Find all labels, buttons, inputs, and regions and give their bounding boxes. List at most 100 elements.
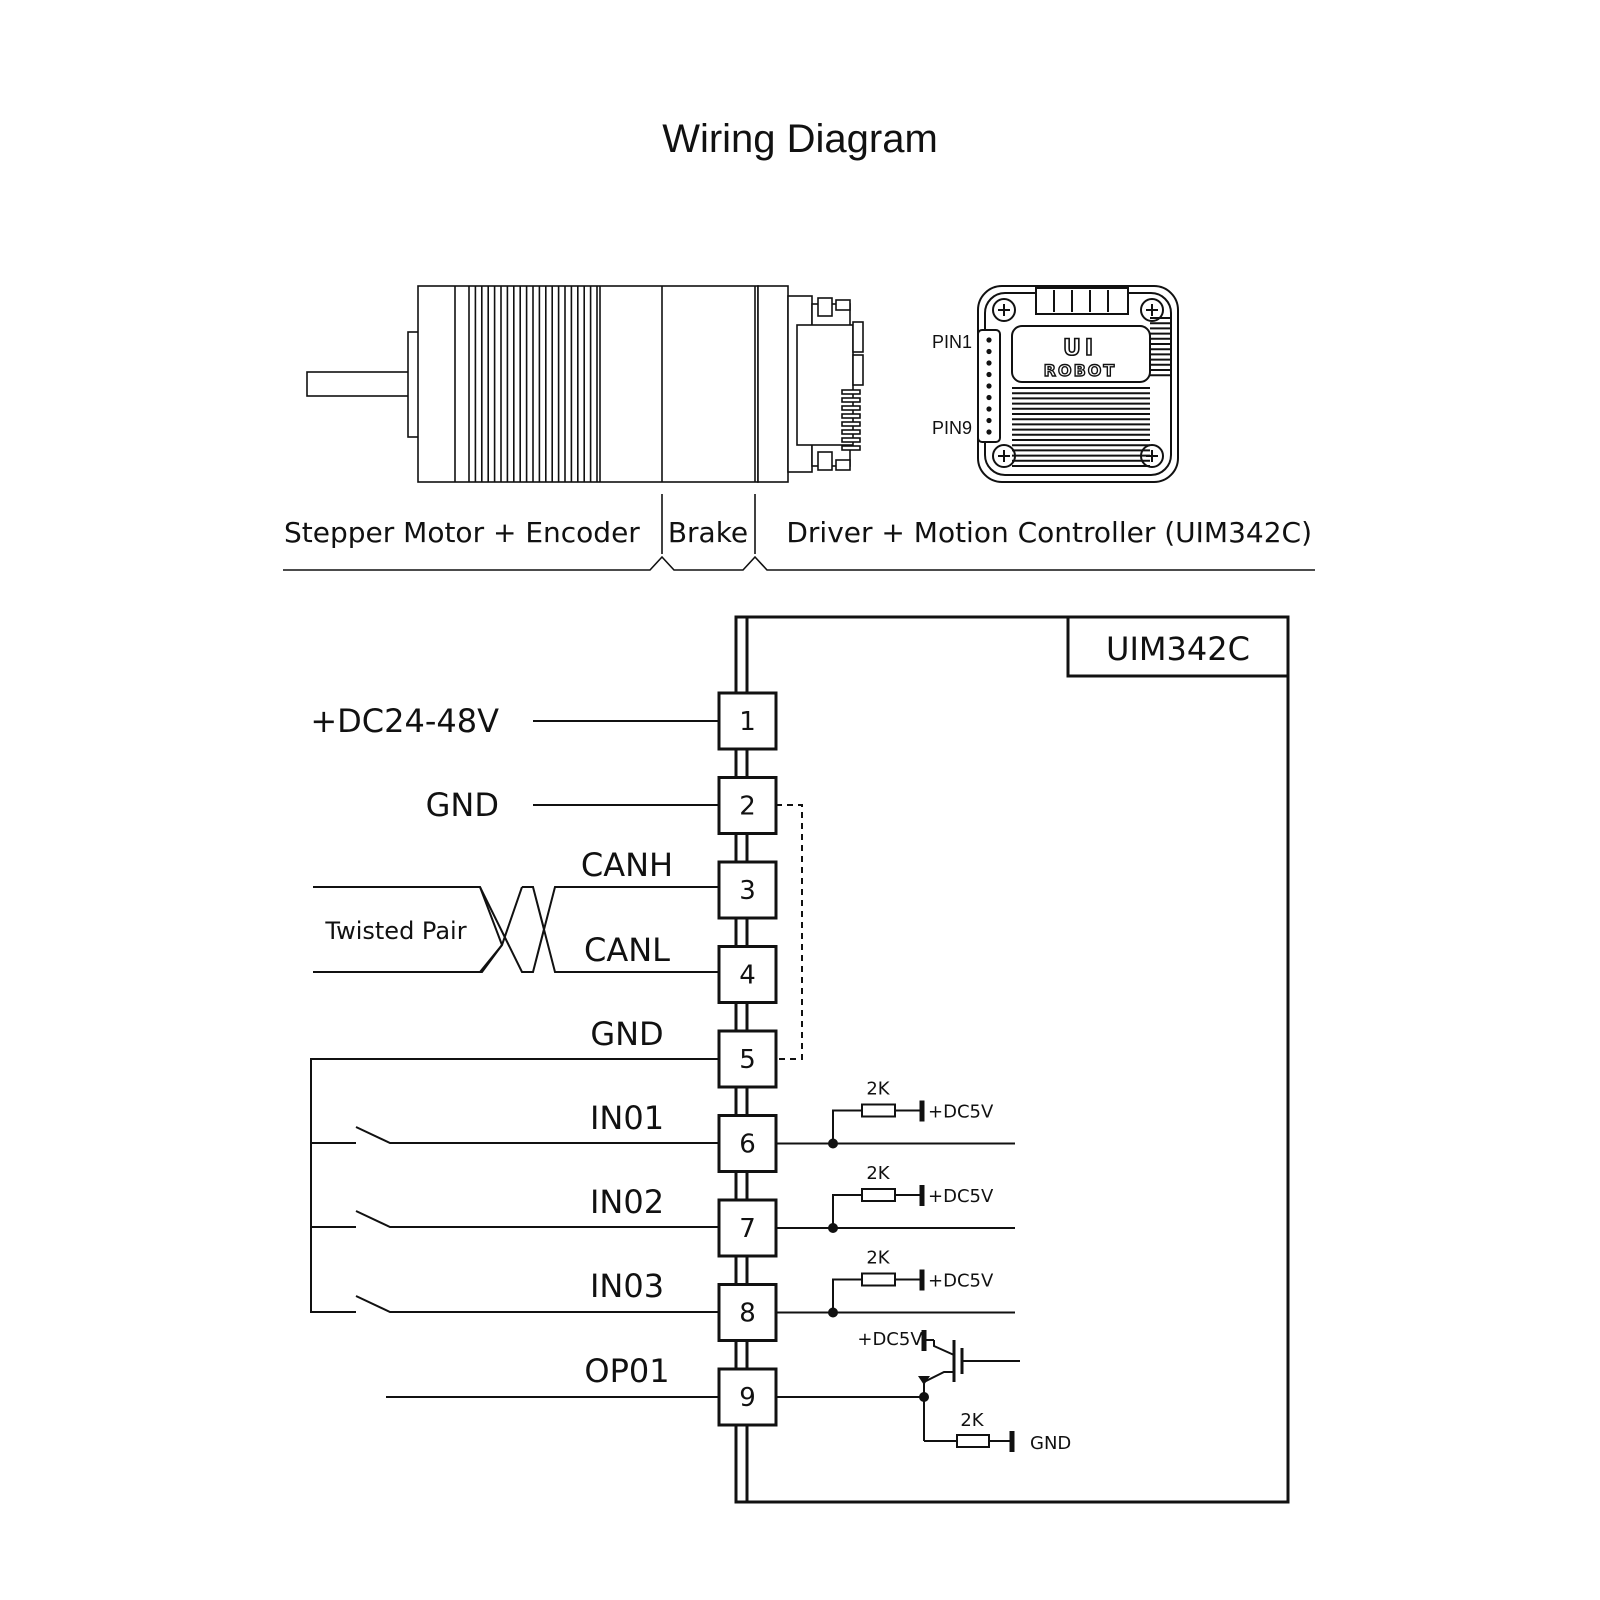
pin-box [717, 1283, 778, 1342]
logo-top: UI [1063, 336, 1097, 361]
pin-number: 3 [739, 876, 756, 906]
shield-connection [776, 804, 803, 1060]
top-connector [1035, 287, 1129, 315]
connector-pin [986, 417, 992, 424]
connector-pins [986, 337, 992, 435]
signal-label-pin4: CANL [584, 931, 670, 969]
supply-label: +DC5V [928, 1186, 994, 1207]
pin-terminal-8: 8 [717, 1283, 778, 1342]
section-brake-label: Brake [668, 516, 748, 549]
pin-terminal-4: 4 [717, 945, 778, 1004]
resistor [861, 1272, 896, 1287]
driver-top-view [977, 285, 1179, 483]
pin9-label: PIN9 [932, 418, 972, 438]
side-fin [841, 405, 861, 411]
resistor-label: 2K [866, 1079, 890, 1100]
pin-number: 9 [739, 1383, 756, 1413]
resistor [861, 1103, 896, 1118]
section-brackets [283, 494, 1315, 571]
input-circuits: 2K +DC5V 2K +DC5V 2K +DC5V [776, 1079, 1015, 1318]
pin-terminal-1: 1 [717, 691, 778, 751]
pin-number: 7 [739, 1214, 756, 1244]
resistor-output [956, 1434, 990, 1448]
pin-box [717, 945, 778, 1004]
connector-pin [986, 337, 992, 343]
signal-label-pin5: GND [590, 1015, 663, 1053]
twisted-pair-label: Twisted Pair [324, 917, 466, 945]
pin-terminals: 1 2 3 4 5 6 7 8 9 [717, 691, 778, 1427]
output-resistor-label: 2K [960, 1410, 984, 1431]
connector-pin [986, 383, 992, 389]
resistor-label: 2K [866, 1248, 890, 1269]
resistor [861, 1188, 896, 1202]
pin-number: 2 [739, 792, 756, 822]
side-fin [841, 413, 861, 419]
wire-pin5-common [310, 1058, 719, 1313]
signal-label-pin2: GND [426, 786, 499, 824]
connector-pin [986, 429, 992, 435]
junction-dot [828, 1223, 838, 1233]
side-fin [841, 421, 861, 427]
transistor-drain [933, 1340, 955, 1356]
logo: UI ROBOT [1043, 335, 1117, 381]
pin-terminal-6: 6 [717, 1114, 778, 1173]
pin-number: 4 [739, 961, 756, 991]
pin-box [717, 860, 778, 920]
driver-connector-side [796, 324, 854, 446]
side-fin [841, 437, 861, 443]
screw-icon [992, 298, 1016, 322]
module-outline [734, 615, 1290, 1504]
pin-number: 6 [739, 1130, 756, 1160]
pin-box [717, 1114, 778, 1173]
signal-label-pin3: CANH [581, 846, 673, 884]
junction-dot [828, 1138, 838, 1149]
signal-label-pin8: IN03 [590, 1267, 664, 1305]
module-name: UIM342C [1106, 630, 1250, 668]
pin-number: 5 [739, 1045, 756, 1075]
side-fin [841, 445, 861, 451]
twisted-pair-twist [479, 886, 719, 973]
section-driver-label: Driver + Motion Controller (UIM342C) [786, 516, 1312, 549]
supply-label: +DC5V [928, 1271, 994, 1292]
output-circuit [776, 1330, 1020, 1452]
junction-dot [919, 1392, 929, 1402]
junction-dot [828, 1307, 838, 1318]
section-motor-label: Stepper Motor + Encoder [284, 516, 640, 549]
signal-label-pin1: +DC24-48V [310, 702, 499, 740]
signal-labels: +DC24-48V GND CANH CANL GND IN01 IN02 IN… [310, 702, 673, 1390]
motor-illustration [306, 285, 864, 483]
supply-label: +DC5V [928, 1102, 994, 1123]
transistor-arrow [918, 1376, 930, 1385]
page-title: Wiring Diagram [662, 117, 938, 161]
screw-icon [1140, 298, 1164, 322]
side-fin [841, 397, 861, 403]
external-wiring [310, 720, 803, 1398]
connector-pin [986, 348, 992, 355]
output-ground-label: GND [1030, 1433, 1071, 1454]
input-circuit-8: 2K +DC5V [776, 1248, 1015, 1318]
logo-bottom: ROBOT [1044, 361, 1117, 380]
switch-in02 [355, 1210, 719, 1228]
pin-number: 1 [739, 707, 756, 737]
side-fin [841, 389, 861, 395]
driver-side-fins [841, 389, 861, 451]
signal-label-pin9: OP01 [584, 1352, 669, 1390]
input-circuit-6: 2K +DC5V [776, 1079, 1015, 1149]
connector-pin [986, 394, 992, 401]
input-circuit-7: 2K +DC5V [776, 1163, 1015, 1233]
signal-label-pin7: IN02 [590, 1183, 664, 1221]
pin-terminal-9: 9 [717, 1367, 778, 1427]
switch-in01 [355, 1126, 719, 1144]
resistor-label: 2K [866, 1163, 890, 1184]
pin-number: 8 [739, 1299, 756, 1329]
switch-in03 [355, 1295, 719, 1313]
driver-fins [1012, 317, 1172, 467]
driver-housing [977, 285, 1179, 483]
motor-cooling-fins [468, 286, 598, 482]
connector-pin [986, 371, 992, 378]
signal-label-pin6: IN01 [590, 1099, 664, 1137]
side-fin [841, 429, 861, 435]
pin-terminal-5: 5 [717, 1029, 778, 1089]
transistor-source [923, 1371, 954, 1397]
